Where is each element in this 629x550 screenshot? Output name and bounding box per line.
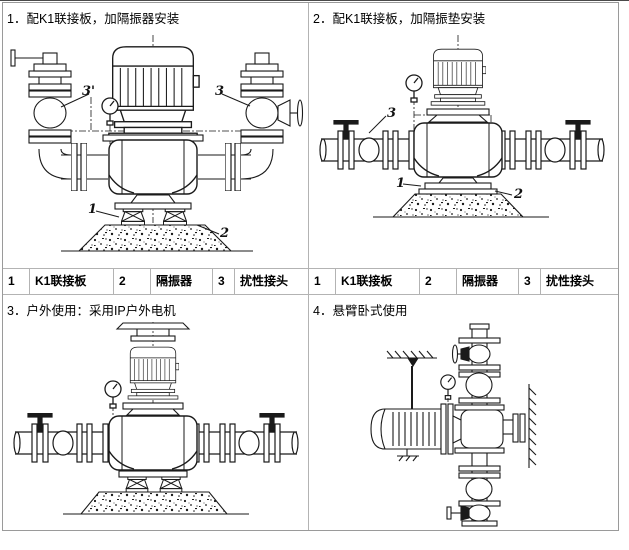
- valve-icon: [451, 344, 491, 364]
- pump-casing-icon: [460, 409, 504, 449]
- base-plate: [424, 182, 492, 190]
- concrete-foundation: [77, 224, 233, 252]
- legend-num: 2: [113, 269, 150, 294]
- callout-1: 1: [396, 176, 405, 191]
- pump-installation-drawing-outdoor: [13, 322, 299, 515]
- legend-label-isolator: 隔振器: [456, 269, 518, 294]
- flange-icon: [71, 143, 87, 191]
- handwheel-icon: [296, 99, 304, 127]
- panel-title-2: 2．配K1联接板，加隔振垫安装: [313, 12, 486, 26]
- legend-label-k1-plate: K1联接板: [335, 269, 419, 294]
- legend-label-flex-joint: 扰性接头: [540, 269, 618, 294]
- flexible-joint-icon: [33, 97, 67, 129]
- legend-strip-right: 1 K1联接板 2 隔振器 3 扰性接头: [309, 268, 618, 295]
- figure-panel-2: 2．配K1联接板，加隔振垫安装: [309, 3, 618, 268]
- flexible-joint-icon: [245, 97, 279, 129]
- ceiling-hatch: [386, 350, 437, 359]
- flexible-joint-icon: [465, 372, 493, 398]
- left-riser: [10, 49, 72, 144]
- pump-installation-drawing-cantilever: [370, 323, 537, 527]
- callout-1: 1: [88, 202, 97, 217]
- legend-num: 1: [8, 274, 15, 288]
- pressure-gauge-icon: [101, 97, 119, 126]
- base-plate: [118, 470, 188, 478]
- panel-title-1: 1．配K1联接板，加隔振器安装: [7, 12, 180, 26]
- legend-num: 1: [314, 274, 321, 288]
- wall-hatch: [528, 384, 537, 468]
- legend-label-k1-plate: K1联接板: [29, 269, 113, 294]
- right-riser: [240, 52, 304, 144]
- hanger-mount: [407, 357, 419, 368]
- legend-num: 3: [518, 269, 540, 294]
- valve-body-icon: [277, 99, 291, 127]
- motor-horizontal-icon: [370, 403, 454, 455]
- vibration-isolator-icon: [159, 477, 183, 492]
- panel-title-3: 3．户外使用：采用IP户外电机: [7, 304, 176, 318]
- legend-num: 2: [419, 269, 456, 294]
- base-plate: [114, 202, 192, 210]
- flexible-joint-icon: [465, 477, 493, 501]
- vibration-isolator-icon: [125, 477, 149, 492]
- figure-panel-1: 1．配K1联接板，加隔振器安装: [3, 3, 309, 268]
- callout-2: 2: [513, 187, 523, 202]
- callout-3: 3: [215, 84, 224, 99]
- figure-panel-3: 3．户外使用：采用IP户外电机: [3, 295, 309, 530]
- legend-num: 3: [212, 269, 234, 294]
- pump-casing-icon: [108, 139, 198, 195]
- pipe-run-left: [319, 120, 427, 170]
- rain-cap-icon: [115, 322, 191, 342]
- motor-icon: [108, 46, 200, 139]
- pump-casing-icon: [413, 122, 503, 178]
- callout-2: 2: [219, 226, 229, 241]
- concrete-foundation: [79, 491, 229, 515]
- top-rule: [0, 0, 629, 1]
- panel-title-4: 4．悬臂卧式使用: [313, 304, 408, 318]
- legend-strip-left: 1 K1联接板 2 隔振器 3 扰性接头: [3, 268, 309, 295]
- pump-installation-drawing-pads: 3 1 2: [319, 35, 605, 218]
- figure-panel-4: 4．悬臂卧式使用: [309, 295, 618, 530]
- callout-3-prime: 3': [82, 84, 95, 99]
- pressure-gauge-icon: [104, 380, 122, 409]
- flange-icon: [225, 143, 241, 191]
- callout-3: 3: [387, 106, 396, 121]
- figure-sheet: 1．配K1联接板，加隔振器安装: [2, 2, 619, 531]
- pipe-run-right: [191, 413, 299, 463]
- valve-icon: [446, 504, 491, 522]
- motor-icon: [430, 48, 486, 106]
- legend-label-flex-joint: 扰性接头: [234, 269, 308, 294]
- pressure-gauge-icon: [405, 74, 423, 103]
- pressure-gauge-icon: [440, 374, 456, 400]
- legend-label-isolator: 隔振器: [150, 269, 212, 294]
- vibration-isolator-icon: [121, 209, 145, 225]
- pump-casing-icon: [108, 415, 198, 471]
- pipe-run-left: [13, 413, 121, 463]
- motor-icon: [127, 346, 179, 400]
- vibration-isolator-icon: [163, 209, 187, 225]
- pipe-run-right: [497, 120, 605, 170]
- vibration-pad: [418, 188, 498, 195]
- concrete-foundation: [391, 193, 525, 218]
- pump-installation-drawing-isolators: 3' 3 1 2: [10, 35, 304, 252]
